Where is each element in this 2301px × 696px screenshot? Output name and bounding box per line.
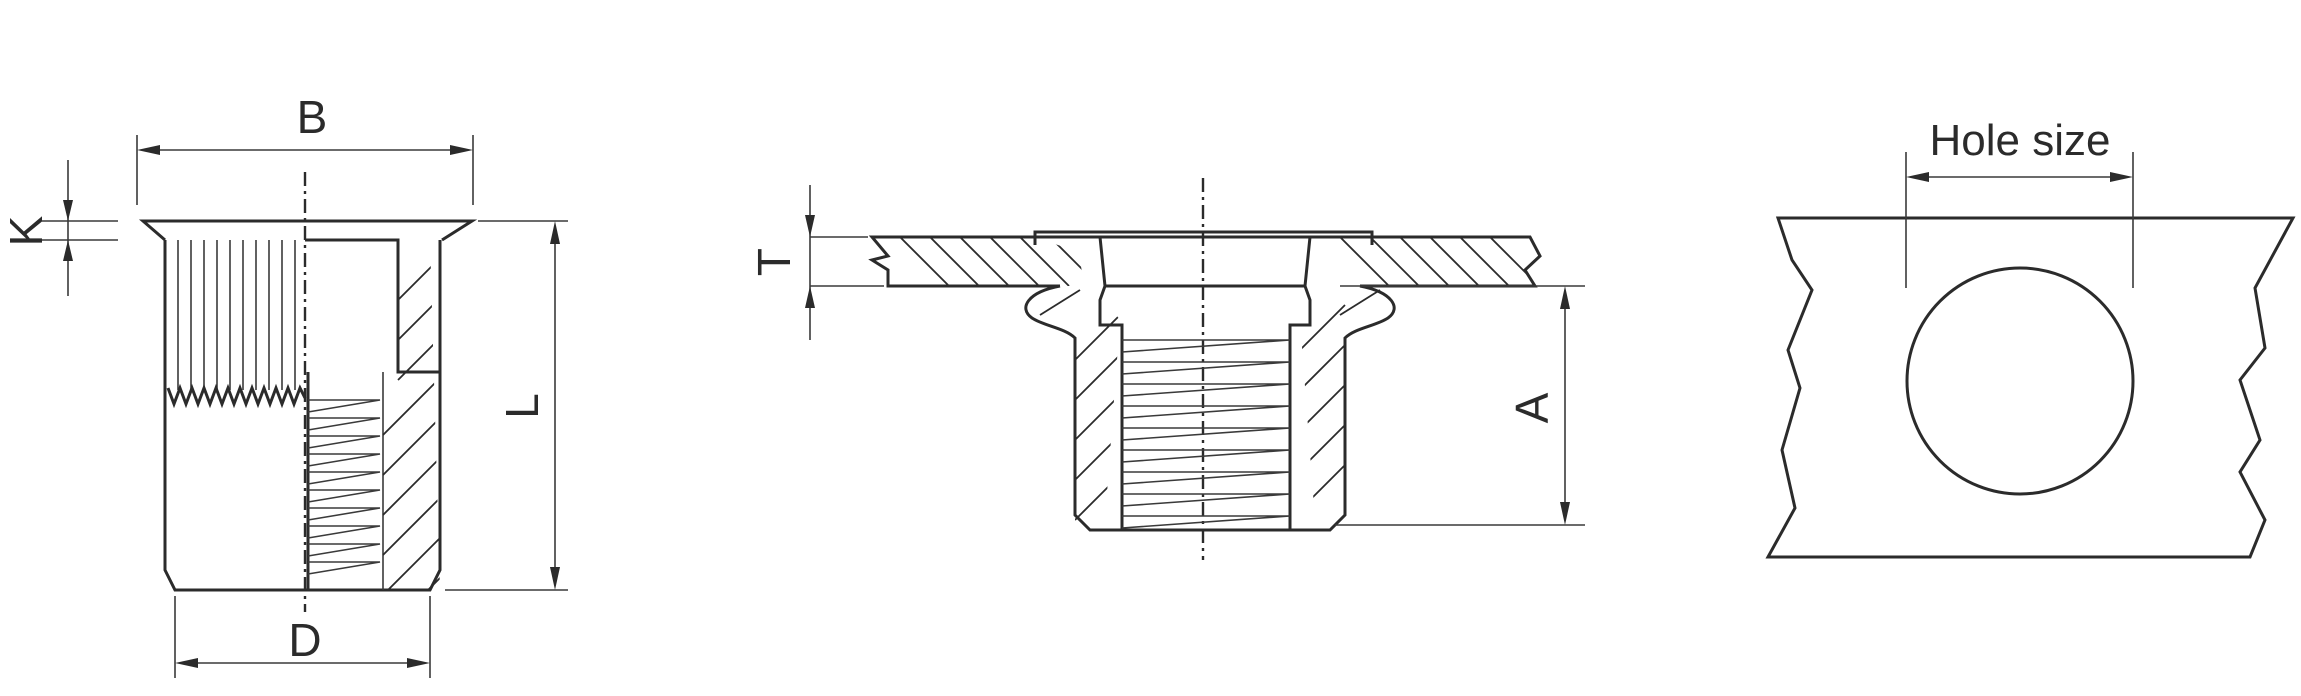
hole-size-view: Hole size bbox=[1765, 116, 2296, 559]
label-a: A bbox=[1506, 392, 1558, 423]
plate-left-outline bbox=[868, 235, 1060, 288]
rivet-nut-side-view: B K L D bbox=[0, 91, 568, 678]
installed-head-bore bbox=[1098, 236, 1312, 288]
wall-hatching bbox=[382, 249, 440, 590]
plate-right-hatching bbox=[1339, 237, 1540, 286]
hole-circle bbox=[1905, 266, 2135, 496]
sleeve-left-hatching bbox=[1039, 289, 1120, 521]
sleeve-right-hatching bbox=[1300, 289, 1381, 521]
plate-outline bbox=[1765, 216, 2296, 559]
nut-body-outline bbox=[163, 240, 442, 592]
dimension-l bbox=[445, 220, 568, 591]
dimension-t bbox=[805, 185, 884, 340]
dimension-b bbox=[136, 135, 474, 205]
dimension-d bbox=[174, 596, 431, 678]
plate-left-hatching bbox=[899, 237, 1085, 286]
label-l: L bbox=[496, 393, 548, 419]
label-t: T bbox=[748, 248, 800, 276]
knurl-serration bbox=[166, 383, 307, 409]
sleeve-inner-left bbox=[1098, 285, 1124, 530]
installed-rivet-nut-view: T A bbox=[748, 178, 1585, 560]
nut-head-outline bbox=[138, 219, 478, 242]
label-k: K bbox=[0, 215, 52, 246]
installed-thread-teeth bbox=[1121, 339, 1291, 529]
label-hole-size: Hole size bbox=[1930, 116, 2111, 165]
sleeve-inner-right bbox=[1288, 285, 1312, 530]
nut-inner-bore bbox=[305, 238, 440, 374]
knurl-lines bbox=[177, 240, 296, 390]
label-d: D bbox=[288, 614, 321, 666]
dimension-a bbox=[1335, 285, 1585, 526]
dimension-hole-size bbox=[1905, 152, 2134, 288]
internal-thread-teeth bbox=[307, 399, 381, 575]
sleeve-outline-left bbox=[1024, 284, 1203, 532]
label-b: B bbox=[297, 91, 328, 143]
dimension-k bbox=[42, 160, 118, 296]
sleeve-outline-right bbox=[1203, 284, 1396, 532]
